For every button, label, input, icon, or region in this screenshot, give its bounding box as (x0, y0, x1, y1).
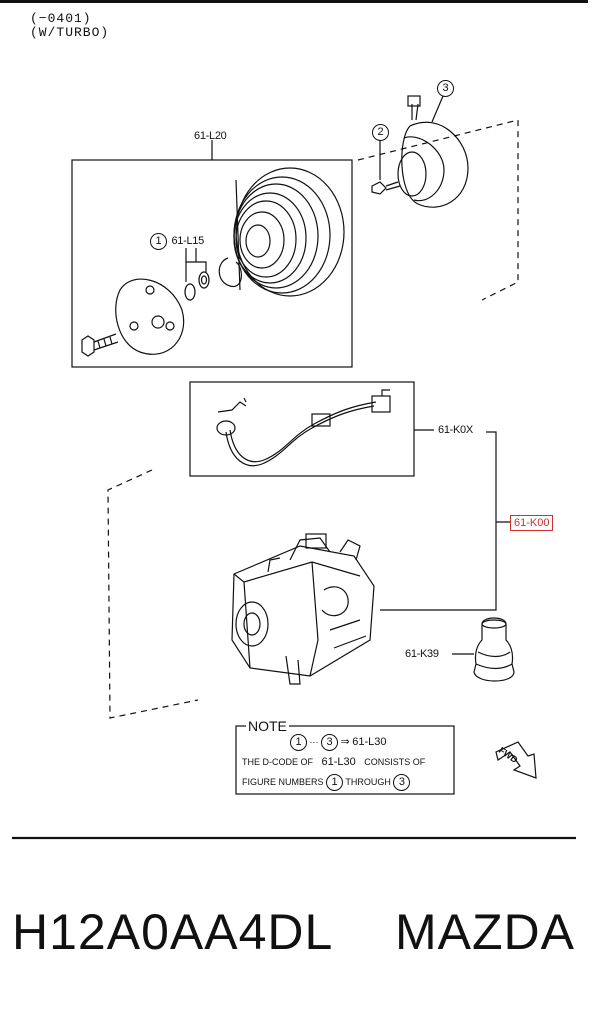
pulley-drawing (233, 167, 345, 297)
callout-2: 2 (372, 124, 389, 141)
fwd-arrow-shape (495, 741, 537, 779)
callout-3: 3 (437, 80, 454, 97)
label-61-k39: 61-K39 (405, 648, 439, 660)
note-line3-circle-to: 3 (393, 774, 411, 791)
k00-bracket (380, 431, 510, 611)
note-circle-from: 1 (290, 734, 307, 751)
footer-part-code: H12A0AA4DL (12, 904, 334, 960)
shim-drawing (184, 271, 210, 301)
cap-drawing (473, 617, 515, 682)
note-line2-suffix: CONSISTS OF (364, 757, 426, 767)
label-61-k0x: 61-K0X (438, 424, 473, 436)
note-line-2: THE D-CODE OF 61-L30 CONSISTS OF (242, 756, 425, 768)
lower-dashed-outline (107, 469, 199, 719)
header-code-range: (−0401) (30, 11, 92, 26)
snap-ring-drawing (218, 257, 242, 287)
footer-brand: MAZDA (395, 904, 575, 960)
note-line-3: FIGURE NUMBERS 1 THROUGH 3 (242, 774, 411, 791)
l20-group-box (71, 159, 353, 368)
note-line3-prefix: FIGURE NUMBERS (242, 777, 324, 787)
note-range-code: 61-L30 (352, 736, 387, 748)
l15-bracket (185, 248, 207, 272)
note-arrow: ⇒ (340, 736, 350, 748)
label-61-l15: 61-L15 (171, 235, 204, 247)
note-line3-mid: THROUGH (345, 777, 391, 787)
compressor-drawing (231, 533, 375, 685)
header-variant: (W/TURBO) (30, 25, 110, 40)
top-rule (0, 0, 588, 3)
label-61-l20: 61-L20 (194, 130, 227, 142)
note-box (235, 725, 455, 795)
clutch-plate-drawing (115, 278, 185, 355)
screw-drawing (371, 181, 401, 195)
note-line2-prefix: THE D-CODE OF (242, 757, 313, 767)
note-range-line: 1 ··· 3 ⇒ 61-L30 (290, 734, 387, 751)
upper-dashed-outline (357, 119, 519, 301)
note-dots: ··· (309, 737, 319, 747)
note-line2-code: 61-L30 (321, 756, 356, 768)
bolt-drawing (81, 333, 119, 357)
label-61-l15-group: 1 61-L15 (150, 231, 204, 250)
note-circle-to: 3 (321, 734, 339, 751)
note-title: NOTE (246, 718, 289, 734)
field-coil-drawing (397, 95, 469, 208)
wiring-harness-drawing (216, 389, 391, 467)
note-line3-circle-from: 1 (326, 774, 344, 791)
callout-1: 1 (150, 233, 167, 250)
label-61-k00: 61-K00 (510, 515, 554, 531)
k0x-harness-box (189, 381, 415, 477)
